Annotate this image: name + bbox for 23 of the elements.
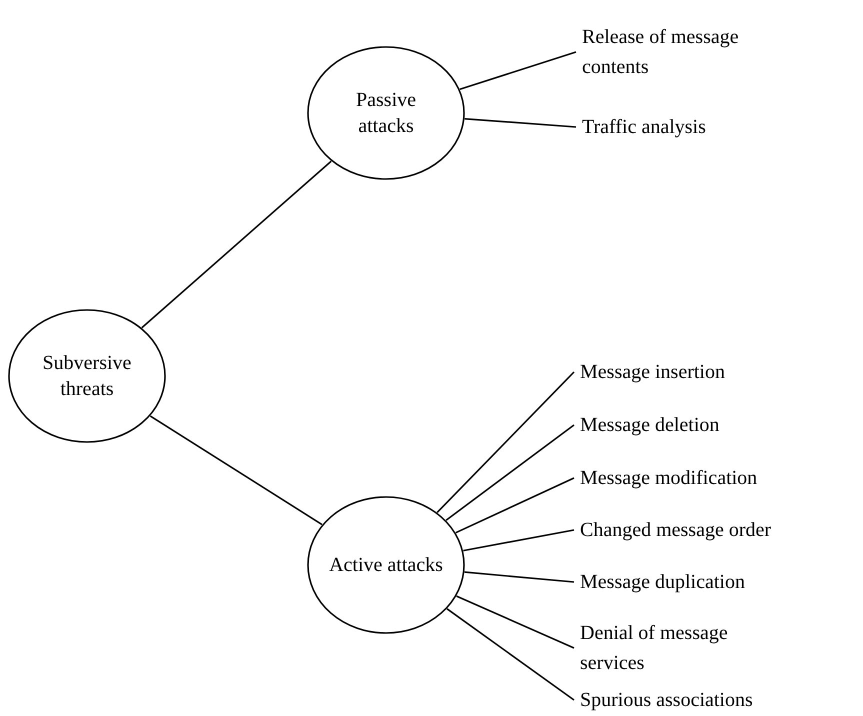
connector-line xyxy=(455,477,574,534)
category-label: Passive attacks xyxy=(355,88,417,139)
connector-line xyxy=(141,160,332,328)
connector-line xyxy=(456,595,574,649)
connector-line xyxy=(463,529,574,552)
attack-type-label: Traffic analysis xyxy=(582,115,706,140)
attack-type-label: Message modification xyxy=(580,466,758,491)
attack-type-label: Denial of message services xyxy=(580,621,729,676)
attack-type-label: Changed message order xyxy=(580,518,772,543)
category-label: Active attacks xyxy=(329,553,443,578)
connector-line xyxy=(150,415,322,526)
connector-line xyxy=(464,118,576,128)
category-label: Subversive threats xyxy=(42,351,132,402)
attack-type-label: Message deletion xyxy=(580,413,720,438)
connector-line xyxy=(436,371,575,513)
attack-type-label: Release of message contents xyxy=(582,25,740,80)
connector-line xyxy=(446,424,574,521)
attack-type-label: Message insertion xyxy=(580,360,725,385)
attack-type-label: Spurious associations xyxy=(580,688,753,713)
attack-type-label: Message duplication xyxy=(580,570,745,595)
connector-line xyxy=(464,571,574,583)
connector-line xyxy=(446,608,574,701)
connector-line xyxy=(460,51,576,90)
